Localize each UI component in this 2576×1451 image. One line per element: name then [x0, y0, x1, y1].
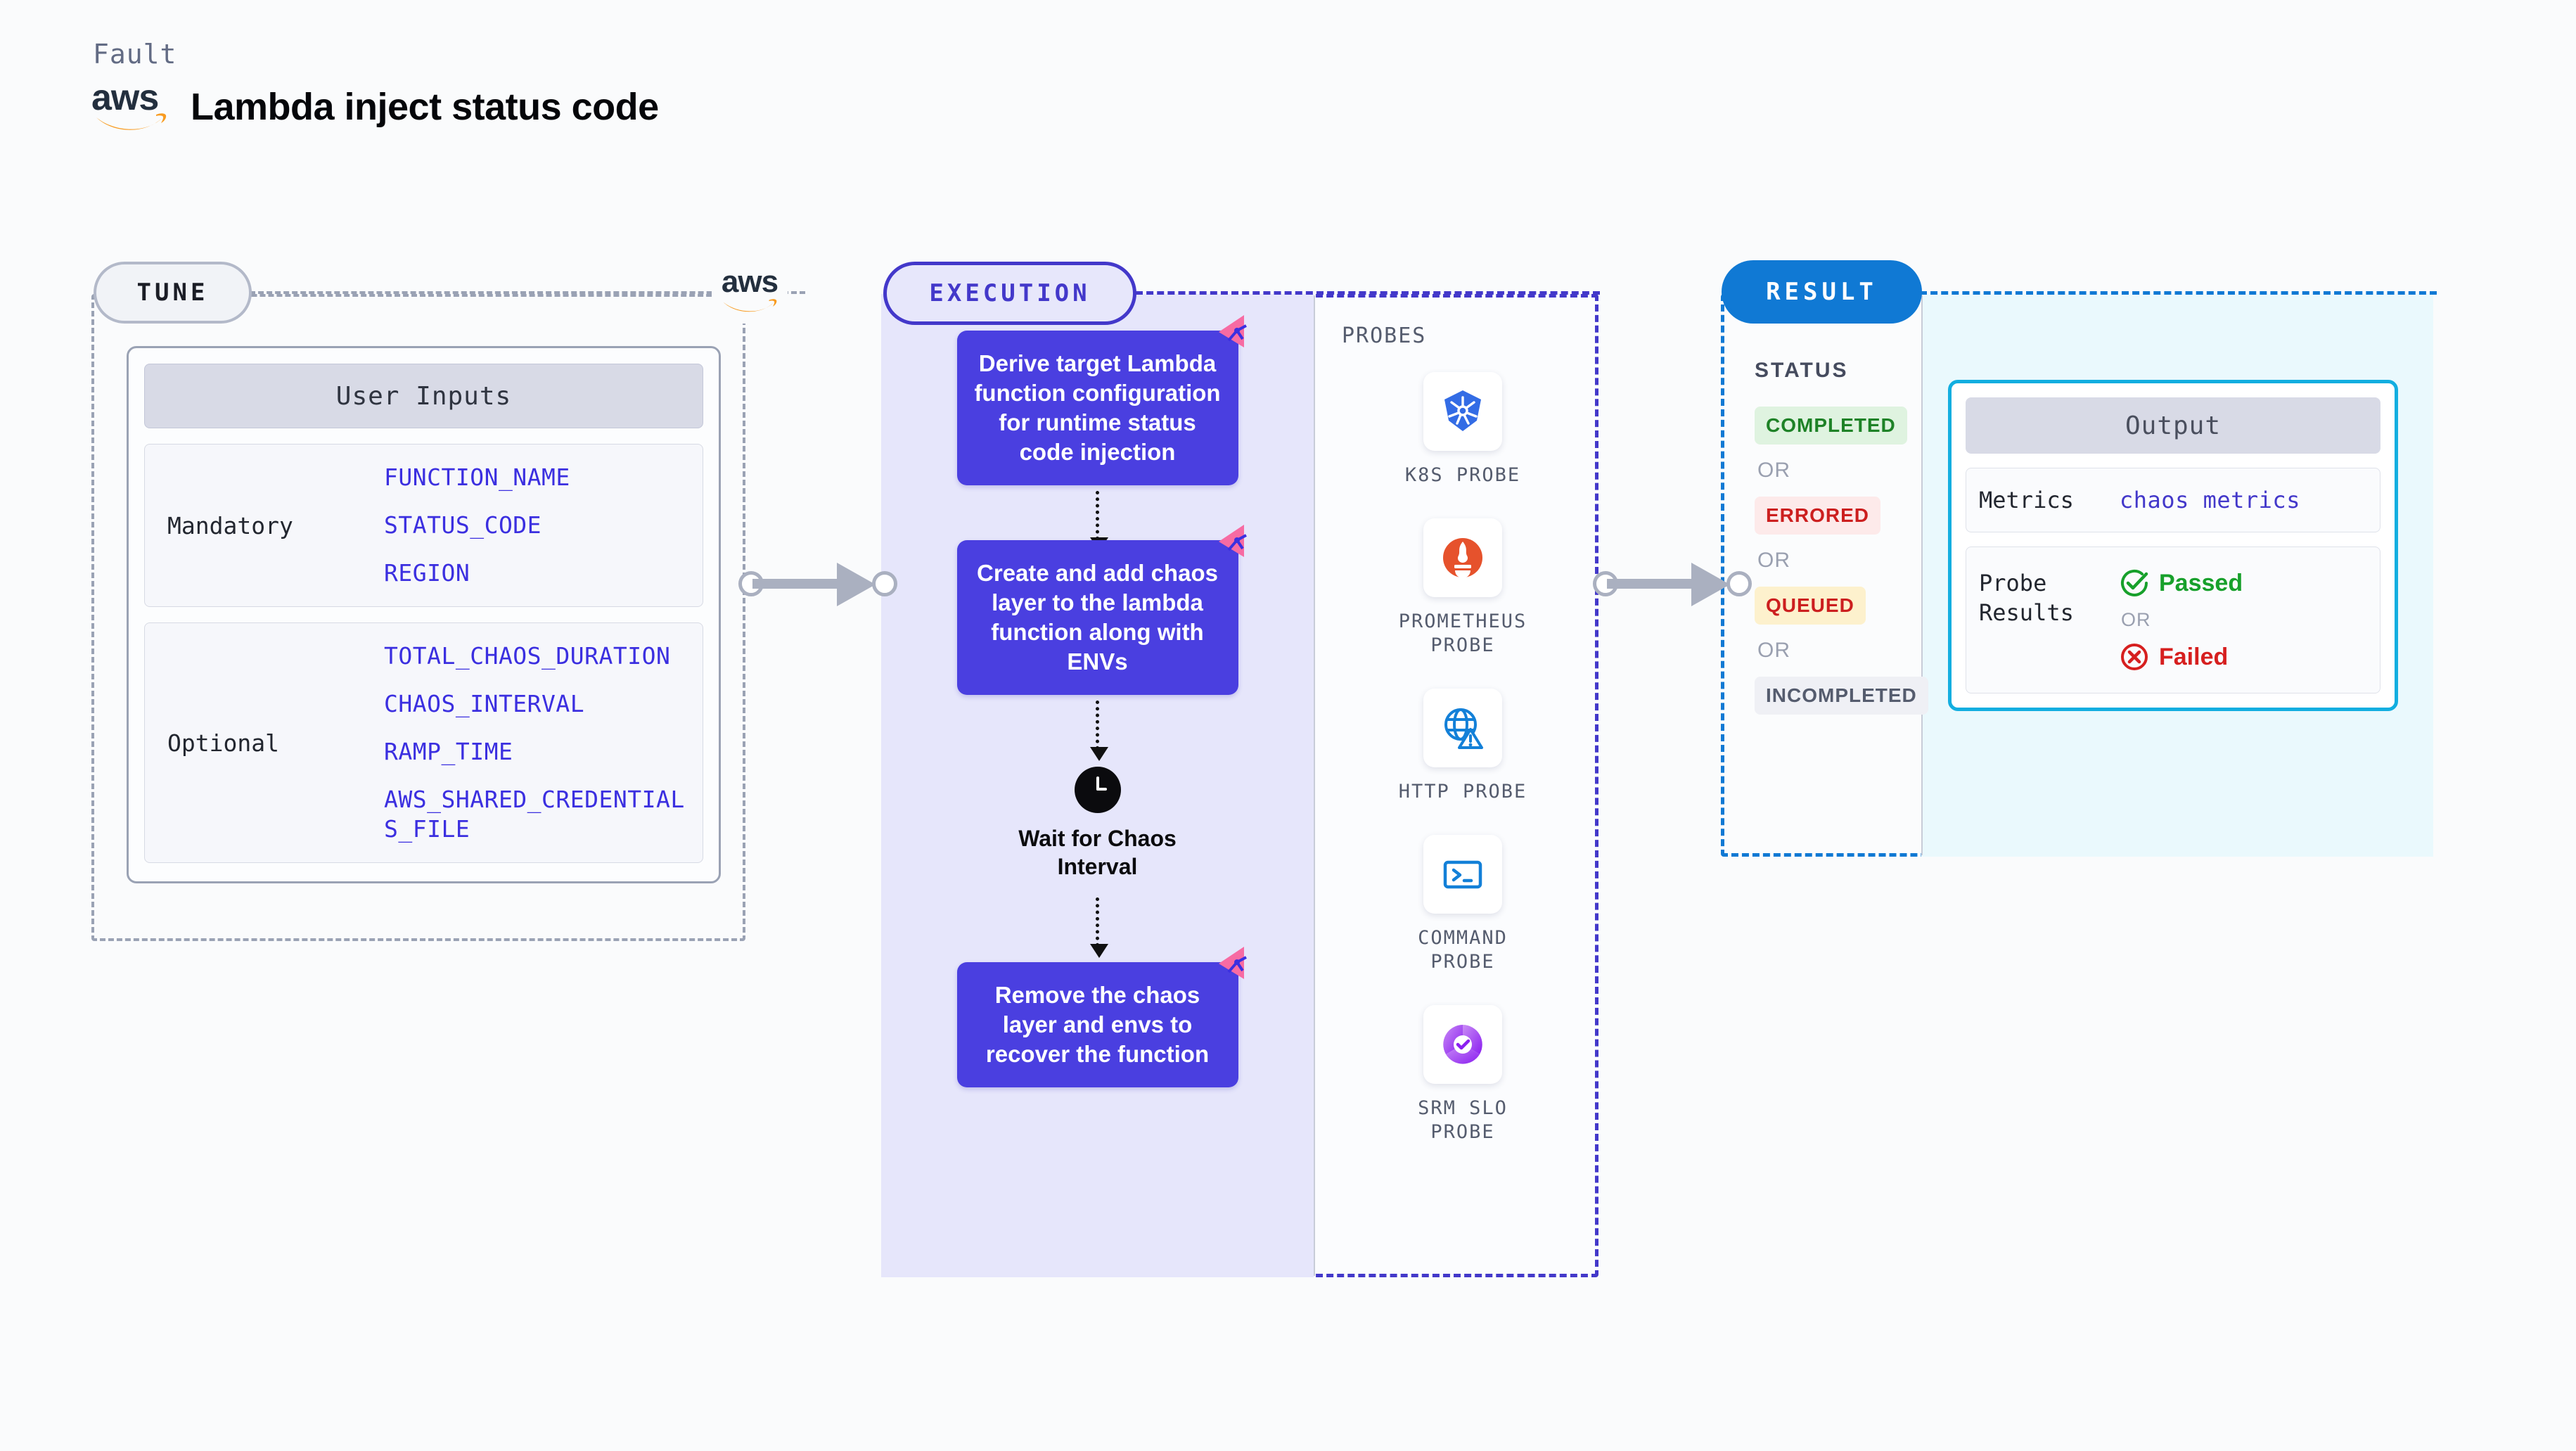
fault-label: Fault [93, 39, 177, 70]
optional-inputs-group: Optional TOTAL_CHAOS_DURATION CHAOS_INTE… [144, 622, 703, 863]
clock-icon [1074, 767, 1121, 813]
tune-top-dashed-line [250, 291, 805, 294]
result-badge: RESULT [1722, 260, 1922, 324]
status-badge: ERRORED [1755, 497, 1881, 535]
probe-results-label: Probe Results [1979, 570, 2074, 626]
probe-result-passed: Passed [2120, 568, 2243, 598]
connector-line [752, 579, 851, 589]
input-key: FUNCTION_NAME [384, 464, 570, 491]
status-badge: INCOMPLETED [1755, 677, 1928, 715]
flow-step-box: Create and add chaos layer to the lambda… [956, 525, 1247, 695]
mandatory-inputs-group: Mandatory FUNCTION_NAME STATUS_CODE REGI… [144, 444, 703, 607]
input-key: STATUS_CODE [384, 511, 542, 539]
output-title: Output [1966, 397, 2380, 454]
terminal-icon [1443, 860, 1482, 889]
probe-results-row: Probe Results Passed OR Failed [1966, 546, 2380, 693]
mandatory-label: Mandatory [167, 511, 293, 539]
chaos-flag-icon [1218, 525, 1247, 557]
kubernetes-icon [1444, 390, 1481, 431]
or-separator: OR [1757, 549, 1790, 572]
probe-item[interactable]: COMMAND PROBE [1382, 835, 1544, 974]
flow-step-box: Derive target Lambda function configurat… [956, 315, 1247, 485]
input-key: AWS_SHARED_CREDENTIALS_FILE [384, 786, 685, 843]
output-card: Output Metrics chaos metrics Probe Resul… [1948, 380, 2398, 711]
flow-arrow-icon [1090, 491, 1108, 551]
execution-top-dashed-line [1136, 291, 1600, 295]
input-key: TOTAL_CHAOS_DURATION [384, 642, 671, 670]
http-globe-warning-icon [1444, 708, 1483, 749]
probe-item[interactable]: HTTP PROBE [1399, 689, 1527, 804]
optional-label: Optional [167, 729, 279, 757]
connector-arrowhead-icon [837, 563, 876, 606]
status-column: STATUS COMPLETED OR ERRORED OR QUEUED OR… [1755, 359, 1928, 715]
flow-step-box: Remove the chaos layer and envs to recov… [956, 947, 1247, 1087]
wait-step: Wait for Chaos Interval [985, 767, 1210, 881]
result-status-output-divider [1921, 295, 1923, 855]
flow-arrow-icon [1090, 701, 1108, 761]
flow-step-text: Derive target Lambda function configurat… [974, 350, 1221, 465]
aws-logo-text: aws [91, 77, 159, 118]
input-key: RAMP_TIME [384, 738, 513, 765]
connector-execution-to-result [1593, 563, 1752, 606]
aws-logo-icon: aws [91, 79, 172, 134]
probes-section-label: PROBES [1342, 324, 1427, 348]
probe-label: COMMAND PROBE [1418, 927, 1508, 973]
check-circle-icon [2121, 570, 2148, 596]
wait-step-text: Wait for Chaos Interval [1018, 826, 1177, 879]
flow-step-text: Create and add chaos layer to the lambda… [977, 560, 1218, 675]
flow-step-text: Remove the chaos layer and envs to recov… [985, 982, 1210, 1067]
connector-arrowhead-icon [1691, 563, 1730, 606]
input-key: CHAOS_INTERVAL [384, 690, 585, 717]
or-separator: OR [1757, 639, 1790, 662]
metrics-row: Metrics chaos metrics [1966, 468, 2380, 532]
probe-item[interactable]: K8S PROBE [1405, 372, 1520, 487]
input-key: REGION [384, 559, 470, 587]
connector-line [1607, 579, 1705, 589]
execution-probes-divider [1314, 295, 1315, 1276]
result-top-dashed-line [1920, 291, 2437, 295]
aws-provider-icon: aws [712, 259, 788, 324]
probe-item[interactable]: PROMETHEUS PROBE [1382, 518, 1544, 658]
x-circle-icon [2121, 644, 2148, 670]
probe-tile[interactable] [1423, 1005, 1502, 1084]
passed-label: Passed [2159, 569, 2243, 596]
metrics-label: Metrics [1979, 487, 2074, 513]
probe-label: SRM SLO PROBE [1418, 1097, 1508, 1143]
status-title: STATUS [1755, 359, 1849, 382]
status-badge: QUEUED [1755, 587, 1866, 625]
or-separator: OR [2121, 609, 2151, 630]
probe-tile[interactable] [1423, 835, 1502, 914]
execution-badge: EXECUTION [883, 262, 1136, 325]
probes-column: PROBES K8S PROBE PROMETHEUS [1336, 324, 1589, 1175]
probe-tile[interactable] [1423, 689, 1502, 767]
chaos-flag-icon [1218, 947, 1247, 979]
or-separator: OR [1757, 459, 1790, 482]
probe-label: K8S PROBE [1404, 464, 1521, 486]
aws-badge-text: aws [721, 264, 778, 299]
page-title: Lambda inject status code [191, 86, 659, 128]
srm-slo-icon [1443, 1025, 1482, 1064]
probe-tile[interactable] [1423, 518, 1502, 597]
failed-label: Failed [2159, 643, 2229, 670]
connector-end-dot [872, 571, 897, 596]
connector-end-dot [1726, 571, 1752, 596]
connector-tune-to-execution [738, 563, 897, 606]
probe-item[interactable]: SRM SLO PROBE [1382, 1005, 1544, 1144]
flow-arrow-icon [1090, 897, 1108, 958]
probe-label: PROMETHEUS PROBE [1398, 611, 1527, 656]
page-header: Fault aws Lambda inject status code [91, 39, 935, 165]
execution-flow: Derive target Lambda function configurat… [881, 315, 1314, 1087]
probe-tile[interactable] [1423, 372, 1502, 451]
metrics-value: chaos metrics [2120, 487, 2300, 513]
chaos-flag-icon [1218, 315, 1247, 347]
probe-result-failed: Failed [2120, 642, 2243, 672]
probe-label: HTTP PROBE [1398, 781, 1527, 803]
tune-badge: TUNE [94, 262, 252, 324]
user-inputs-title: User Inputs [144, 364, 703, 428]
status-badge: COMPLETED [1755, 407, 1907, 445]
user-inputs-card: User Inputs Mandatory FUNCTION_NAME STAT… [127, 346, 721, 883]
prometheus-icon [1443, 538, 1482, 578]
